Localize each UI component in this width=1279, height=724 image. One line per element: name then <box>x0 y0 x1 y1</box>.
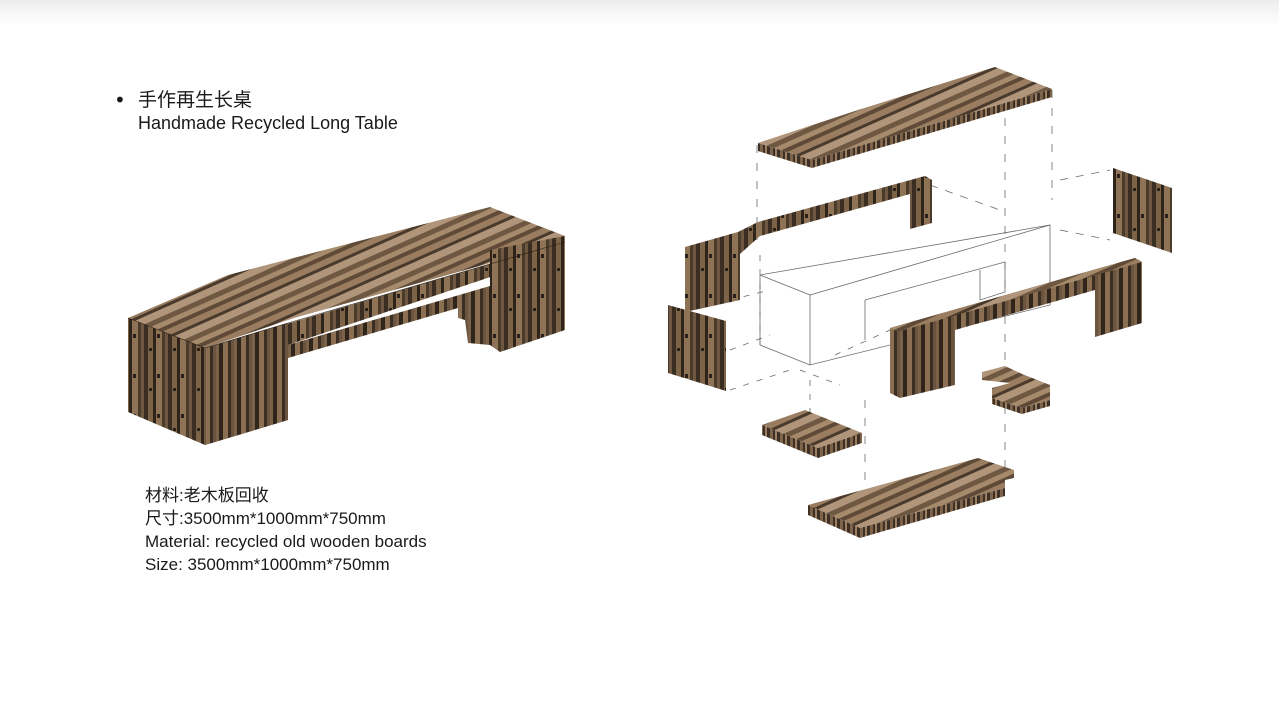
material-chinese: 材料:老木板回收 <box>145 486 269 505</box>
table-apron-right <box>288 286 490 358</box>
exploded-back-panel <box>685 176 932 312</box>
table-left-front-leg <box>205 323 288 445</box>
product-title-chinese: 手作再生长桌 <box>138 89 253 111</box>
table-top-surface <box>128 207 565 348</box>
exploded-small-board <box>762 410 862 448</box>
bullet-point: • <box>114 88 126 112</box>
product-title-english: Handmade Recycled Long Table <box>138 113 398 133</box>
exploded-left-end <box>668 305 726 391</box>
assembled-table <box>127 207 566 445</box>
exploded-front-apron <box>890 258 1142 398</box>
size-chinese: 尺寸:3500mm*1000mm*750mm <box>145 509 386 528</box>
specifications: 材料:老木板回收 尺寸:3500mm*1000mm*750mm Material… <box>145 484 427 576</box>
exploded-small-bracket <box>982 366 1050 408</box>
exploded-view <box>668 67 1172 538</box>
table-left-end <box>128 318 205 445</box>
top-shadow <box>0 0 1279 26</box>
exploded-right-end <box>1113 168 1172 253</box>
exploded-bottom-board <box>808 458 1014 528</box>
exploded-top-board <box>758 67 1052 160</box>
size-english: Size: 3500mm*1000mm*750mm <box>145 555 390 574</box>
material-english: Material: recycled old wooden boards <box>145 532 427 551</box>
